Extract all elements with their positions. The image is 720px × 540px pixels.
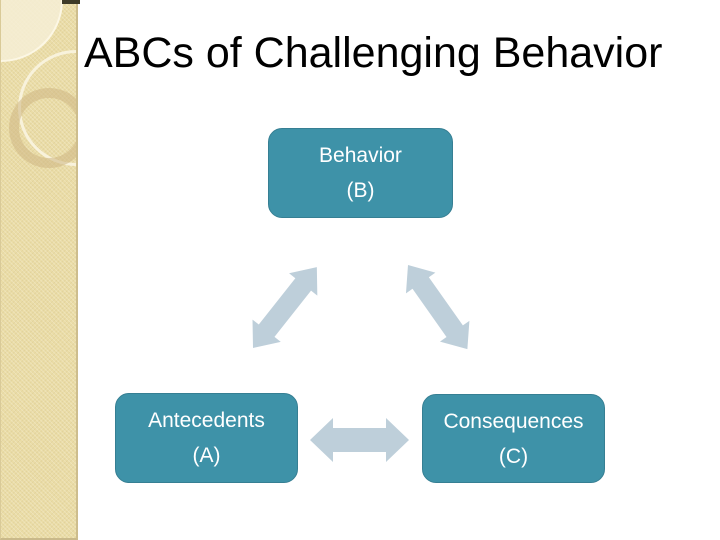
double-arrow-behavior-antecedents [252,267,318,348]
decorative-top-notch [62,0,80,4]
slide-title: ABCs of Challenging Behavior [84,29,663,77]
decorative-circle-corner [1,0,63,62]
double-arrow-behavior-consequences [405,265,470,350]
node-antecedents-label: Antecedents [148,409,265,432]
node-antecedents-sublabel: (A) [192,444,221,467]
decorative-sidebar [0,0,78,540]
node-behavior-label: Behavior [319,144,402,167]
node-consequences-sublabel: (C) [498,444,529,468]
node-consequences: Consequences (C) [422,394,605,483]
node-antecedents: Antecedents (A) [115,393,298,483]
decorative-circle-ring [9,88,76,168]
double-arrow-antecedents-consequences [310,418,409,462]
node-behavior-sublabel: (B) [346,179,375,202]
node-behavior: Behavior (B) [268,128,453,218]
node-consequences-label: Consequences [443,409,584,433]
